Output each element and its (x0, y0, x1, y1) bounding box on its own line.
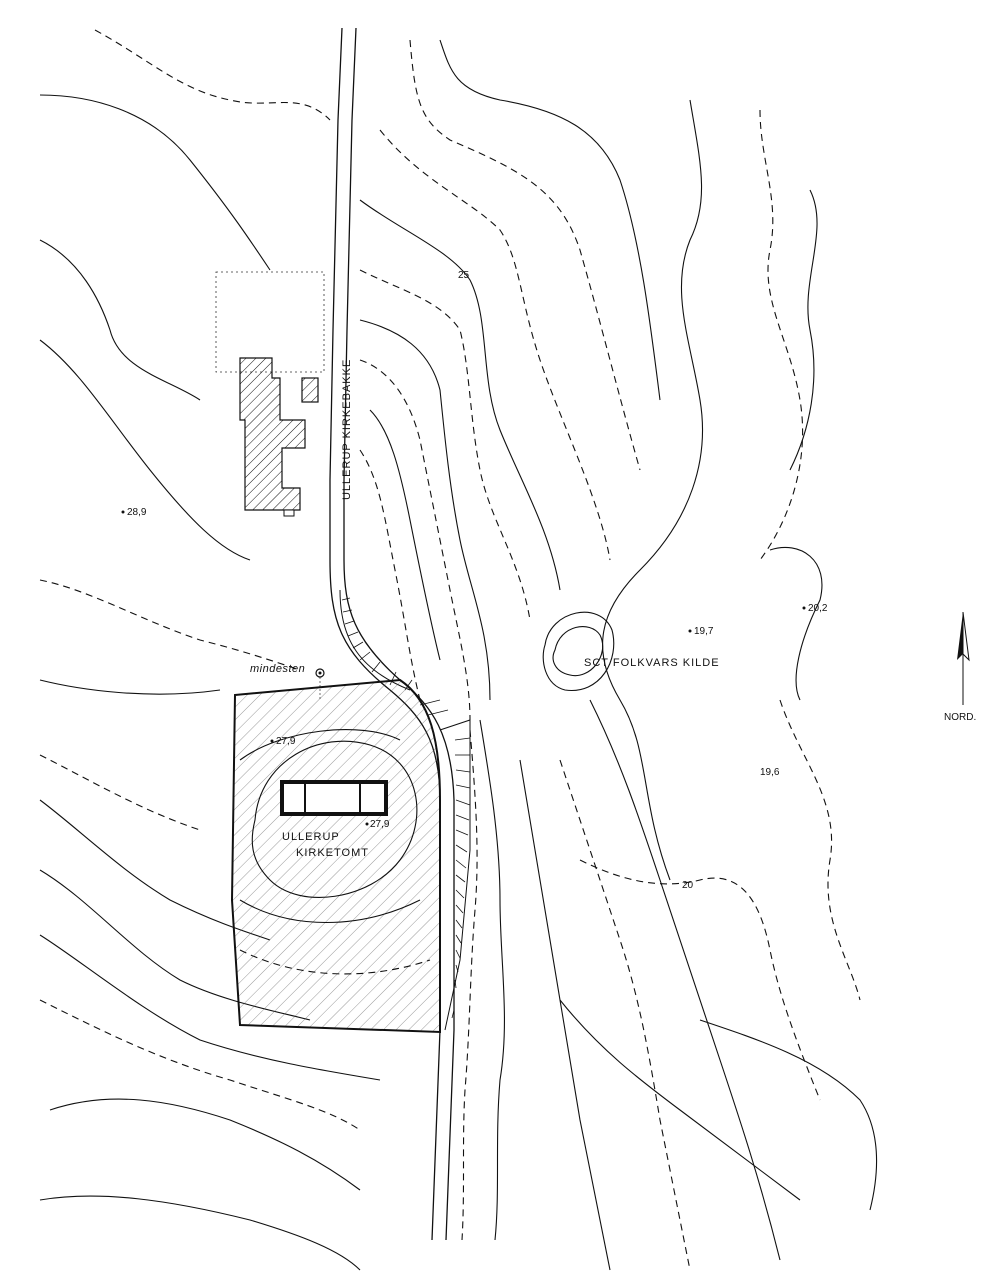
contours-southeast (461, 546, 878, 1271)
churchyard-boundary (230, 678, 441, 1034)
spot-height-196: 19,6 (760, 767, 780, 778)
road-label: ULLERUP KIRKEBAKKE (341, 359, 353, 500)
spot-height-279-church: 27,9 (370, 819, 390, 830)
spot-height-202: 20,2 (808, 603, 828, 614)
spring-contours (542, 611, 615, 691)
memorial-stone-icon (315, 668, 325, 700)
north-label: NORD. (944, 712, 976, 723)
contour-label-25: 25 (458, 270, 470, 281)
north-arrow-icon (957, 611, 970, 705)
farm-buildings (239, 357, 319, 517)
memorial-label: mindesten (250, 663, 305, 675)
contour-label-20: 20 (682, 880, 694, 891)
spot-height-dots (121, 510, 806, 826)
church-site-label-line1: ULLERUP (282, 831, 340, 843)
church-site-label-line2: KIRKETOMT (296, 847, 369, 859)
church-foundation (280, 780, 388, 816)
road (329, 27, 455, 1241)
spot-height-289: 28,9 (127, 507, 147, 518)
spot-height-279-churchyard: 27,9 (276, 736, 296, 747)
spring-label: SCT FOLKVARS KILDE (584, 657, 720, 669)
spot-height-197: 19,7 (694, 626, 714, 637)
churchyard-contours (239, 729, 431, 975)
contours-west (39, 29, 381, 1271)
farm-plot-outline (215, 271, 325, 373)
contours-slope (359, 39, 818, 881)
